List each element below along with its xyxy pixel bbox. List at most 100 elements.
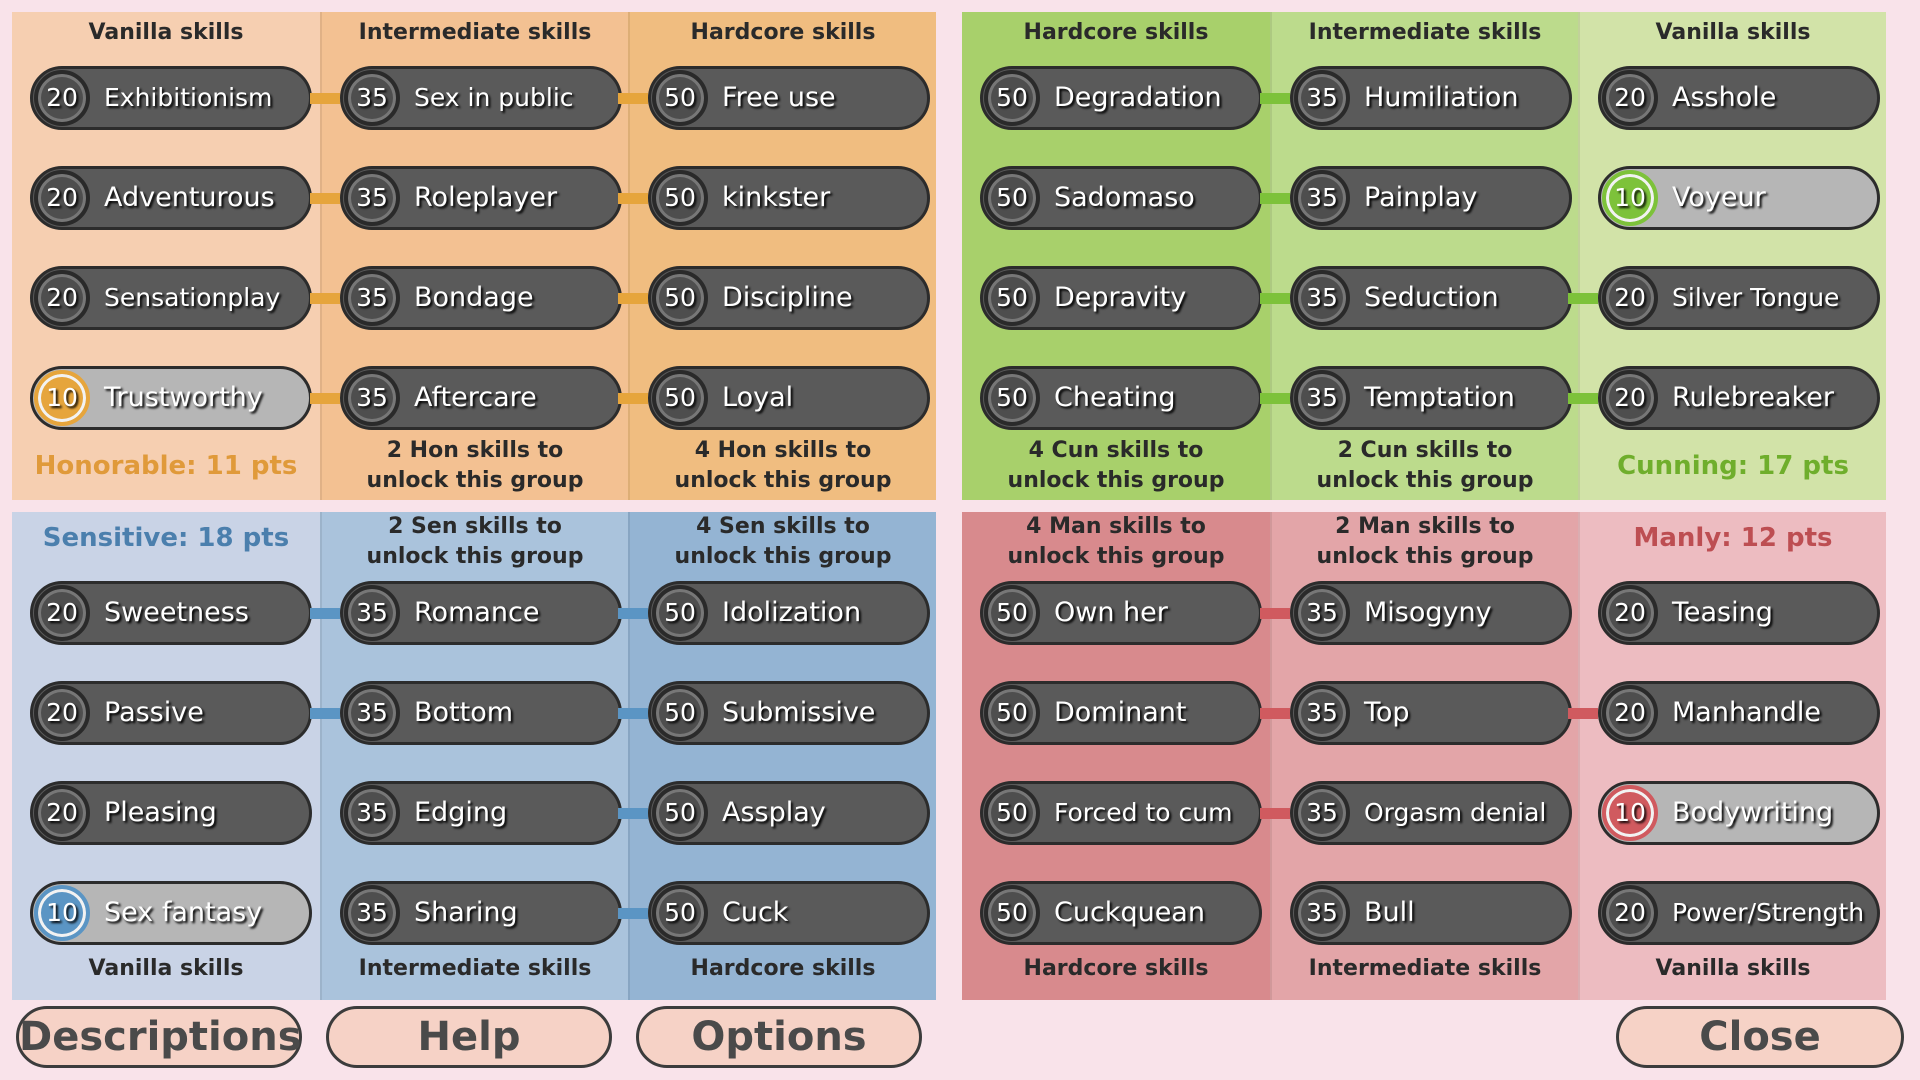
- descriptions-button[interactable]: Descriptions: [16, 1006, 302, 1068]
- skill-name: Humiliation: [1364, 82, 1519, 113]
- skill-connector: [618, 908, 648, 919]
- skill-name: Top: [1364, 697, 1410, 728]
- skill-name: Roleplayer: [414, 182, 558, 213]
- skill-name: Cuckquean: [1054, 897, 1205, 928]
- skill-cost-badge: [34, 270, 90, 326]
- skill-cost-badge: [34, 685, 90, 741]
- options-button[interactable]: Options: [636, 1006, 922, 1068]
- skill-connector: [618, 193, 648, 204]
- skill-top[interactable]: 35 Top: [1290, 681, 1572, 745]
- skill-cost: 50: [996, 383, 1028, 412]
- skill-cost: 35: [1306, 698, 1338, 727]
- skill-cost-badge: [1294, 270, 1350, 326]
- skill-cost-badge: [652, 585, 708, 641]
- skill-name: Own her: [1054, 597, 1168, 628]
- tier-header: Hardcore skills: [690, 20, 876, 45]
- skill-name: Discipline: [722, 282, 853, 313]
- skill-cost: 10: [46, 383, 78, 412]
- skill-cost: 50: [664, 183, 696, 212]
- skill-cost-badge: [984, 170, 1040, 226]
- skill-cost-badge: [1602, 885, 1658, 941]
- help-button[interactable]: Help: [326, 1006, 612, 1068]
- skill-cost-badge: [344, 785, 400, 841]
- skill-cost-badge: [652, 70, 708, 126]
- skill-cost: 10: [1614, 798, 1646, 827]
- skill-name: Cheating: [1054, 382, 1176, 413]
- skill-name: Bull: [1364, 897, 1415, 928]
- tier-header: Intermediate skills: [358, 956, 592, 981]
- tier-header: Vanilla skills: [88, 20, 244, 45]
- skill-cost-badge: [344, 685, 400, 741]
- skill-cost-badge: [1602, 785, 1658, 841]
- skill-cost-badge: [984, 685, 1040, 741]
- skill-cost-badge: [34, 585, 90, 641]
- skill-cheating[interactable]: 50 Cheating: [980, 366, 1262, 430]
- tier-header: Vanilla skills: [88, 956, 244, 981]
- skill-cost: 35: [356, 698, 388, 727]
- skill-cost: 20: [46, 598, 78, 627]
- skill-cost: 20: [1614, 598, 1646, 627]
- skill-cost: 50: [664, 698, 696, 727]
- skill-connector: [1568, 708, 1598, 719]
- skill-cost-badge: [1294, 585, 1350, 641]
- unlock-line: unlock this group: [1007, 544, 1225, 569]
- skill-cost-badge: [652, 270, 708, 326]
- skill-name: Assplay: [722, 797, 826, 828]
- close-button[interactable]: Close: [1616, 1006, 1904, 1068]
